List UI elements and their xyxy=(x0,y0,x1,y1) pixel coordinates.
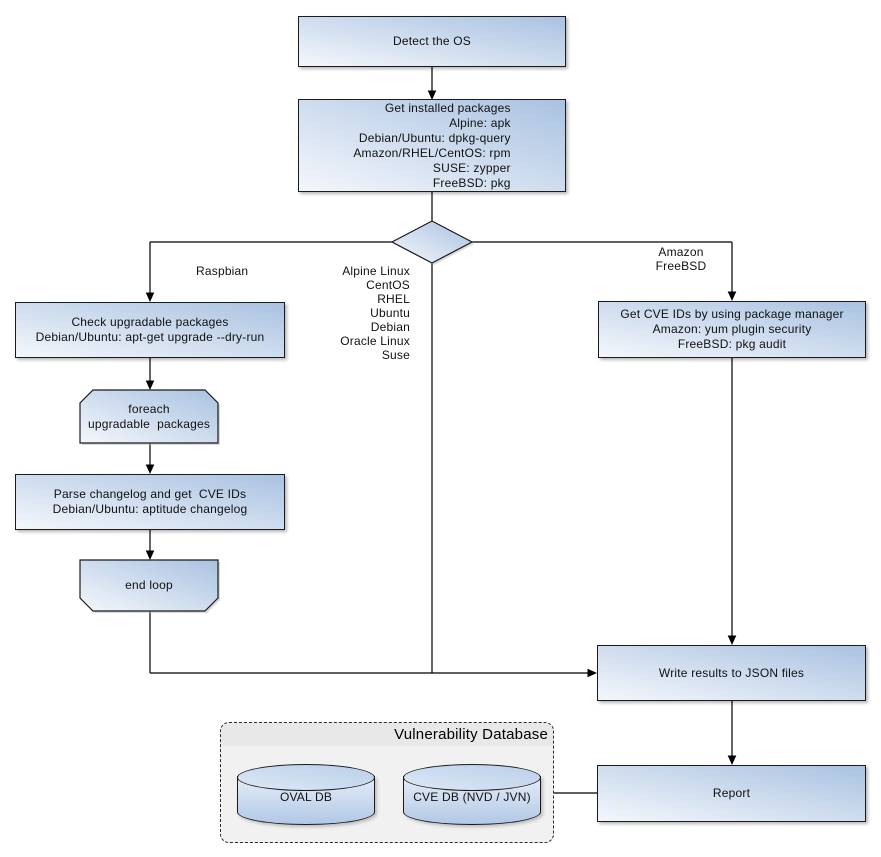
db-cylinder-cve-label: CVE DB (NVD / JVN) xyxy=(413,790,531,804)
node-parse-changelog-label: Parse changelog and get CVE IDs Debian/U… xyxy=(52,487,248,516)
edge-label-amazon-freebsd: Amazon FreeBSD xyxy=(655,245,707,273)
edge-label-raspbian: Raspbian xyxy=(196,264,249,278)
node-detect-os: Detect the OS xyxy=(298,16,566,67)
node-get-cve-ids-label: Get CVE IDs by using package manager Ama… xyxy=(620,307,844,351)
node-parse-changelog: Parse changelog and get CVE IDs Debian/U… xyxy=(15,474,285,530)
foreach-shape xyxy=(79,389,219,444)
node-detect-os-label: Detect the OS xyxy=(393,34,471,48)
node-check-upgradable-packages-label: Check upgradable packages Debian/Ubuntu:… xyxy=(35,315,265,344)
node-write-results-label: Write results to JSON files xyxy=(658,665,805,680)
node-check-upgradable-packages: Check upgradable packages Debian/Ubuntu:… xyxy=(15,302,285,358)
node-report: Report xyxy=(597,765,866,822)
arrowheads xyxy=(145,90,737,765)
connector-lines xyxy=(149,66,733,794)
node-report-label: Report xyxy=(712,786,751,800)
node-write-results: Write results to JSON files xyxy=(597,645,866,701)
node-get-installed-packages-label: Get installed packages Alpine: apk Debia… xyxy=(353,100,511,190)
edge-label-os-list: Alpine Linux CentOS RHEL Ubuntu Debian O… xyxy=(340,264,410,362)
db-cylinder-oval-label: OVAL DB xyxy=(279,790,333,804)
node-get-cve-ids: Get CVE IDs by using package manager Ama… xyxy=(598,301,866,358)
vulnerability-database-title: Vulnerability Database xyxy=(221,723,553,746)
decision-diamond xyxy=(390,220,474,264)
db-cylinder-cve: CVE DB (NVD / JVN) xyxy=(403,764,541,826)
db-cylinder-oval-top xyxy=(237,764,375,791)
db-cylinder-oval: OVAL DB xyxy=(237,764,375,826)
db-cylinder-cve-top xyxy=(403,764,541,791)
node-get-installed-packages: Get installed packages Alpine: apk Debia… xyxy=(298,99,566,192)
end-loop-shape xyxy=(79,559,219,612)
